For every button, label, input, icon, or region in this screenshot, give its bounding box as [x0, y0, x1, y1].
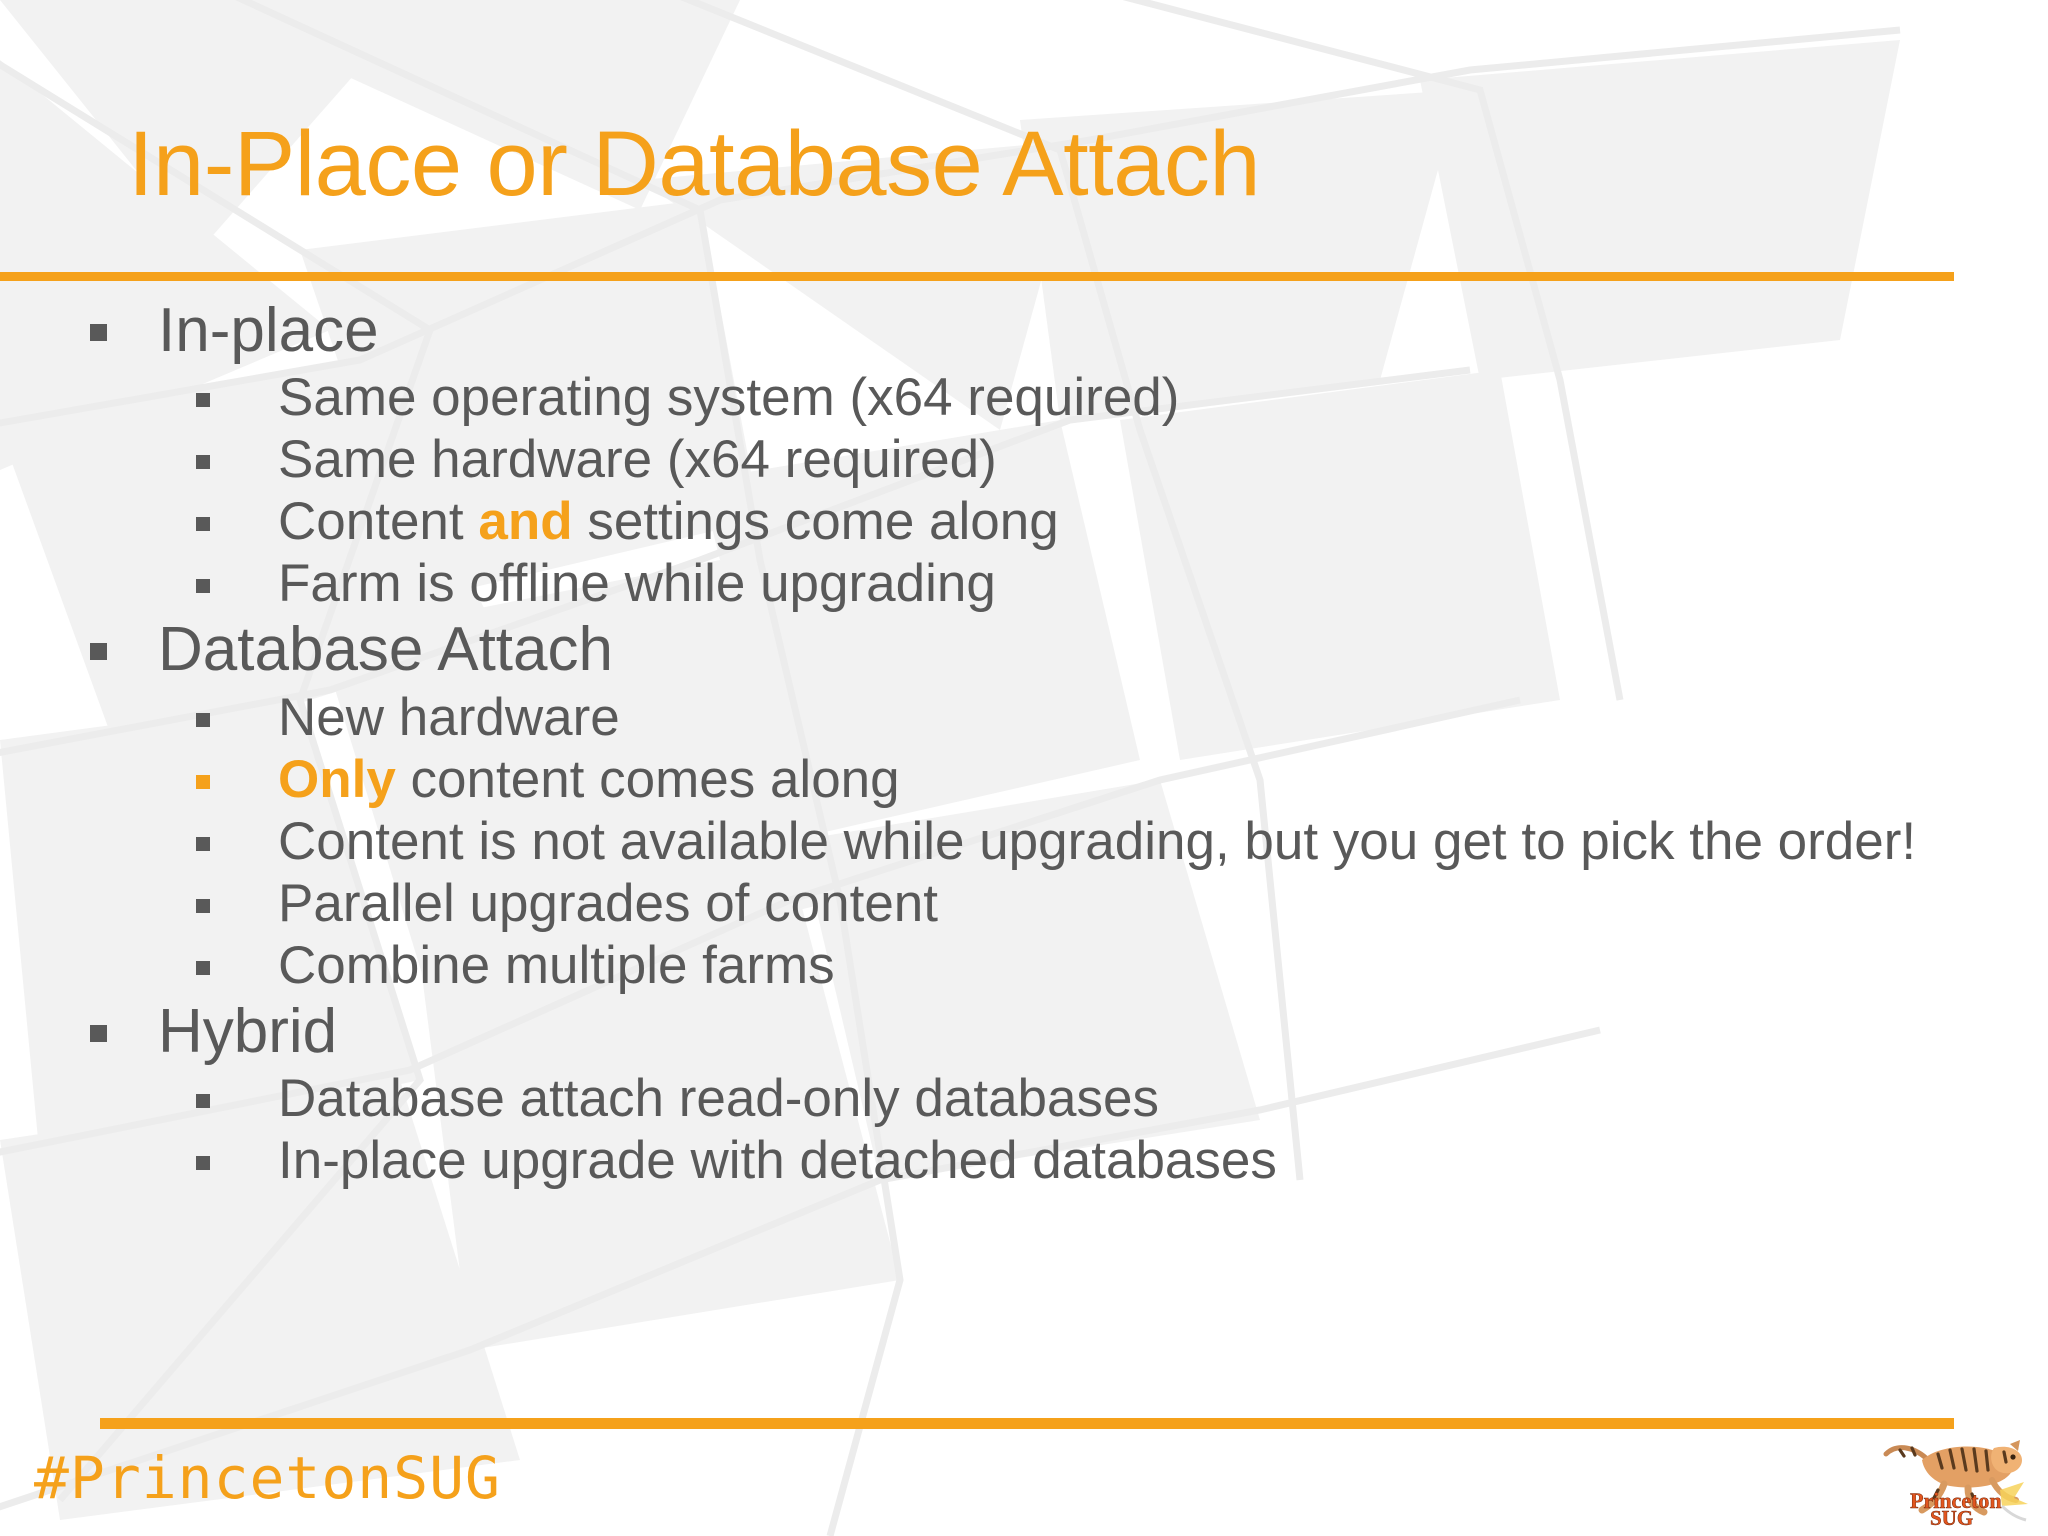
- bullet-square-icon: [196, 553, 278, 594]
- bullet-level1-label: In-place: [158, 296, 379, 365]
- princeton-sug-tiger-logo: Princeton SUG: [1882, 1424, 2032, 1528]
- bullet-text-emphasis: Only: [278, 749, 396, 809]
- logo-wordmark: Princeton SUG: [1910, 1488, 2002, 1528]
- page-title: In-Place or Database Attach: [128, 113, 1261, 215]
- bullet-square-icon: [196, 873, 278, 913]
- bullet-level1-label: Hybrid: [158, 996, 338, 1066]
- bullet-level2: New hardware: [0, 687, 2048, 749]
- bullet-text-pre: Combine multiple farms: [278, 935, 835, 995]
- bullet-level2: In-place upgrade with detached databases: [0, 1130, 2048, 1192]
- bullet-square-accent-icon: [196, 749, 278, 789]
- footer-divider: [100, 1418, 1954, 1429]
- bullet-text-pre: Same operating system (x64 required): [278, 368, 1180, 428]
- bullet-square-icon: [196, 429, 278, 470]
- bullet-level2: Only content comes along: [0, 749, 2048, 811]
- bullet-level1: Hybrid: [0, 997, 2048, 1066]
- bullet-square-icon: [196, 367, 278, 408]
- bullet-square-icon: [196, 1068, 278, 1109]
- bullet-square-icon: [90, 997, 158, 1042]
- bullet-level2: Combine multiple farms: [0, 935, 2048, 997]
- bullet-level2-label: Database attach read-only databases: [278, 1068, 1159, 1130]
- bullet-square-icon: [90, 615, 158, 661]
- bullet-text-pre: Farm is offline while upgrading: [278, 554, 996, 614]
- title-divider: [0, 272, 1954, 281]
- bullet-level2-label: New hardware: [278, 687, 620, 749]
- bullet-level2: Same operating system (x64 required): [0, 367, 2048, 429]
- bullet-level1: In-place: [0, 296, 2048, 365]
- bullet-text-post: content comes along: [395, 749, 900, 809]
- bullet-level2: Same hardware (x64 required): [0, 429, 2048, 491]
- bullet-level2-label: Same operating system (x64 required): [278, 367, 1179, 429]
- bullet-square-icon: [196, 811, 278, 851]
- bullet-level2-label: Farm is offline while upgrading: [278, 553, 996, 615]
- bullet-level2-label: Only content comes along: [278, 749, 900, 811]
- bullet-level2: Database attach read-only databases: [0, 1068, 2048, 1130]
- tiger-icon: [1883, 1440, 2022, 1516]
- bullet-level2: Content and settings come along: [0, 491, 2048, 553]
- bullet-text-pre: Same hardware (x64 required): [278, 430, 997, 490]
- svg-text:Princeton: Princeton: [1910, 1488, 2002, 1513]
- bullet-level2-label: Combine multiple farms: [278, 935, 835, 997]
- bullet-square-icon: [90, 296, 158, 341]
- bullet-level2-label: Content is not available while upgrading…: [278, 811, 1916, 873]
- bullet-text-pre: In-place upgrade with detached databases: [278, 1131, 1277, 1191]
- bullet-level2-label: Same hardware (x64 required): [278, 429, 997, 491]
- bullet-square-icon: [196, 491, 278, 532]
- bullet-level2-label: In-place upgrade with detached databases: [278, 1130, 1277, 1192]
- bullet-text-pre: New hardware: [278, 687, 620, 747]
- footer-hashtag: #PrincetonSUG: [34, 1444, 501, 1512]
- bullet-level2-label: Parallel upgrades of content: [278, 873, 938, 935]
- bullet-text-pre: Parallel upgrades of content: [278, 873, 938, 933]
- bullet-level2: Farm is offline while upgrading: [0, 553, 2048, 615]
- bullet-level1: Database Attach: [0, 615, 2048, 684]
- bullet-text-pre: Content: [278, 492, 479, 552]
- bullet-square-icon: [196, 687, 278, 727]
- bullet-square-icon: [196, 1130, 278, 1171]
- bullet-text-post: settings come along: [572, 492, 1059, 552]
- bullet-level1-label: Database Attach: [158, 615, 613, 685]
- svg-text:SUG: SUG: [1930, 1506, 1973, 1528]
- bullet-text-pre: Content is not available while upgrading…: [278, 811, 1917, 871]
- bullet-level2-label: Content and settings come along: [278, 491, 1059, 553]
- bullet-level2: Parallel upgrades of content: [0, 873, 2048, 935]
- logo-flourish: [2000, 1482, 2028, 1522]
- bullet-level2: Content is not available while upgrading…: [0, 811, 2048, 873]
- bullet-square-icon: [196, 935, 278, 975]
- bullet-text-emphasis: and: [478, 492, 573, 552]
- bullet-text-pre: Database attach read-only databases: [278, 1069, 1159, 1129]
